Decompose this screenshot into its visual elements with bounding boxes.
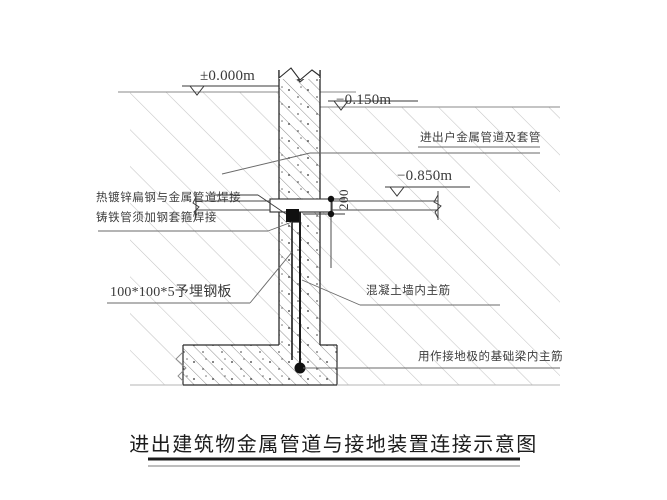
- label-foundation-rebar: 用作接地极的基础梁内主筋: [418, 351, 564, 363]
- elevation-label-minus-0850: −0.850m: [397, 168, 453, 184]
- flat-steel-grounding-conductor: [291, 221, 301, 360]
- embedded-steel-plate: [286, 209, 299, 222]
- leader-pipe-sleeve: [221, 146, 540, 175]
- elevation-label-minus-0150: −0.150m: [336, 92, 392, 108]
- label-wall-rebar: 混凝土墙内主筋: [366, 285, 451, 297]
- label-weld-line1: 热镀锌扁钢与金属管道焊接: [96, 192, 242, 204]
- leader-weld-note: [98, 194, 293, 232]
- label-pipe-sleeve: 进出户金属管道及套管: [420, 132, 541, 144]
- elevation-marker-minus-0150: [328, 100, 418, 111]
- soil-region-right: [320, 107, 560, 385]
- leader-wall-rebar: [301, 279, 500, 306]
- dimension-200: [303, 195, 345, 268]
- elevation-label-zero: ±0.000m: [200, 68, 256, 84]
- wall-break-symbol: [278, 60, 321, 83]
- metal-pipe-and-sleeve: [192, 191, 442, 220]
- concrete-footing: [175, 344, 338, 386]
- dimension-label-200: 200: [336, 189, 351, 210]
- leader-embedded-plate: [107, 251, 293, 304]
- label-embedded-plate: 100*100*5予埋钢板: [110, 285, 232, 300]
- label-weld-line2: 铸铁管须加钢套箍焊接: [96, 212, 217, 224]
- figure-title: 进出建筑物金属管道与接地装置连接示意图: [129, 434, 538, 456]
- elevation-marker-minus-0850: [385, 186, 470, 197]
- title-underline: [148, 457, 520, 467]
- soil-region-left: [130, 92, 279, 385]
- soil-region-upper-right: [320, 92, 560, 107]
